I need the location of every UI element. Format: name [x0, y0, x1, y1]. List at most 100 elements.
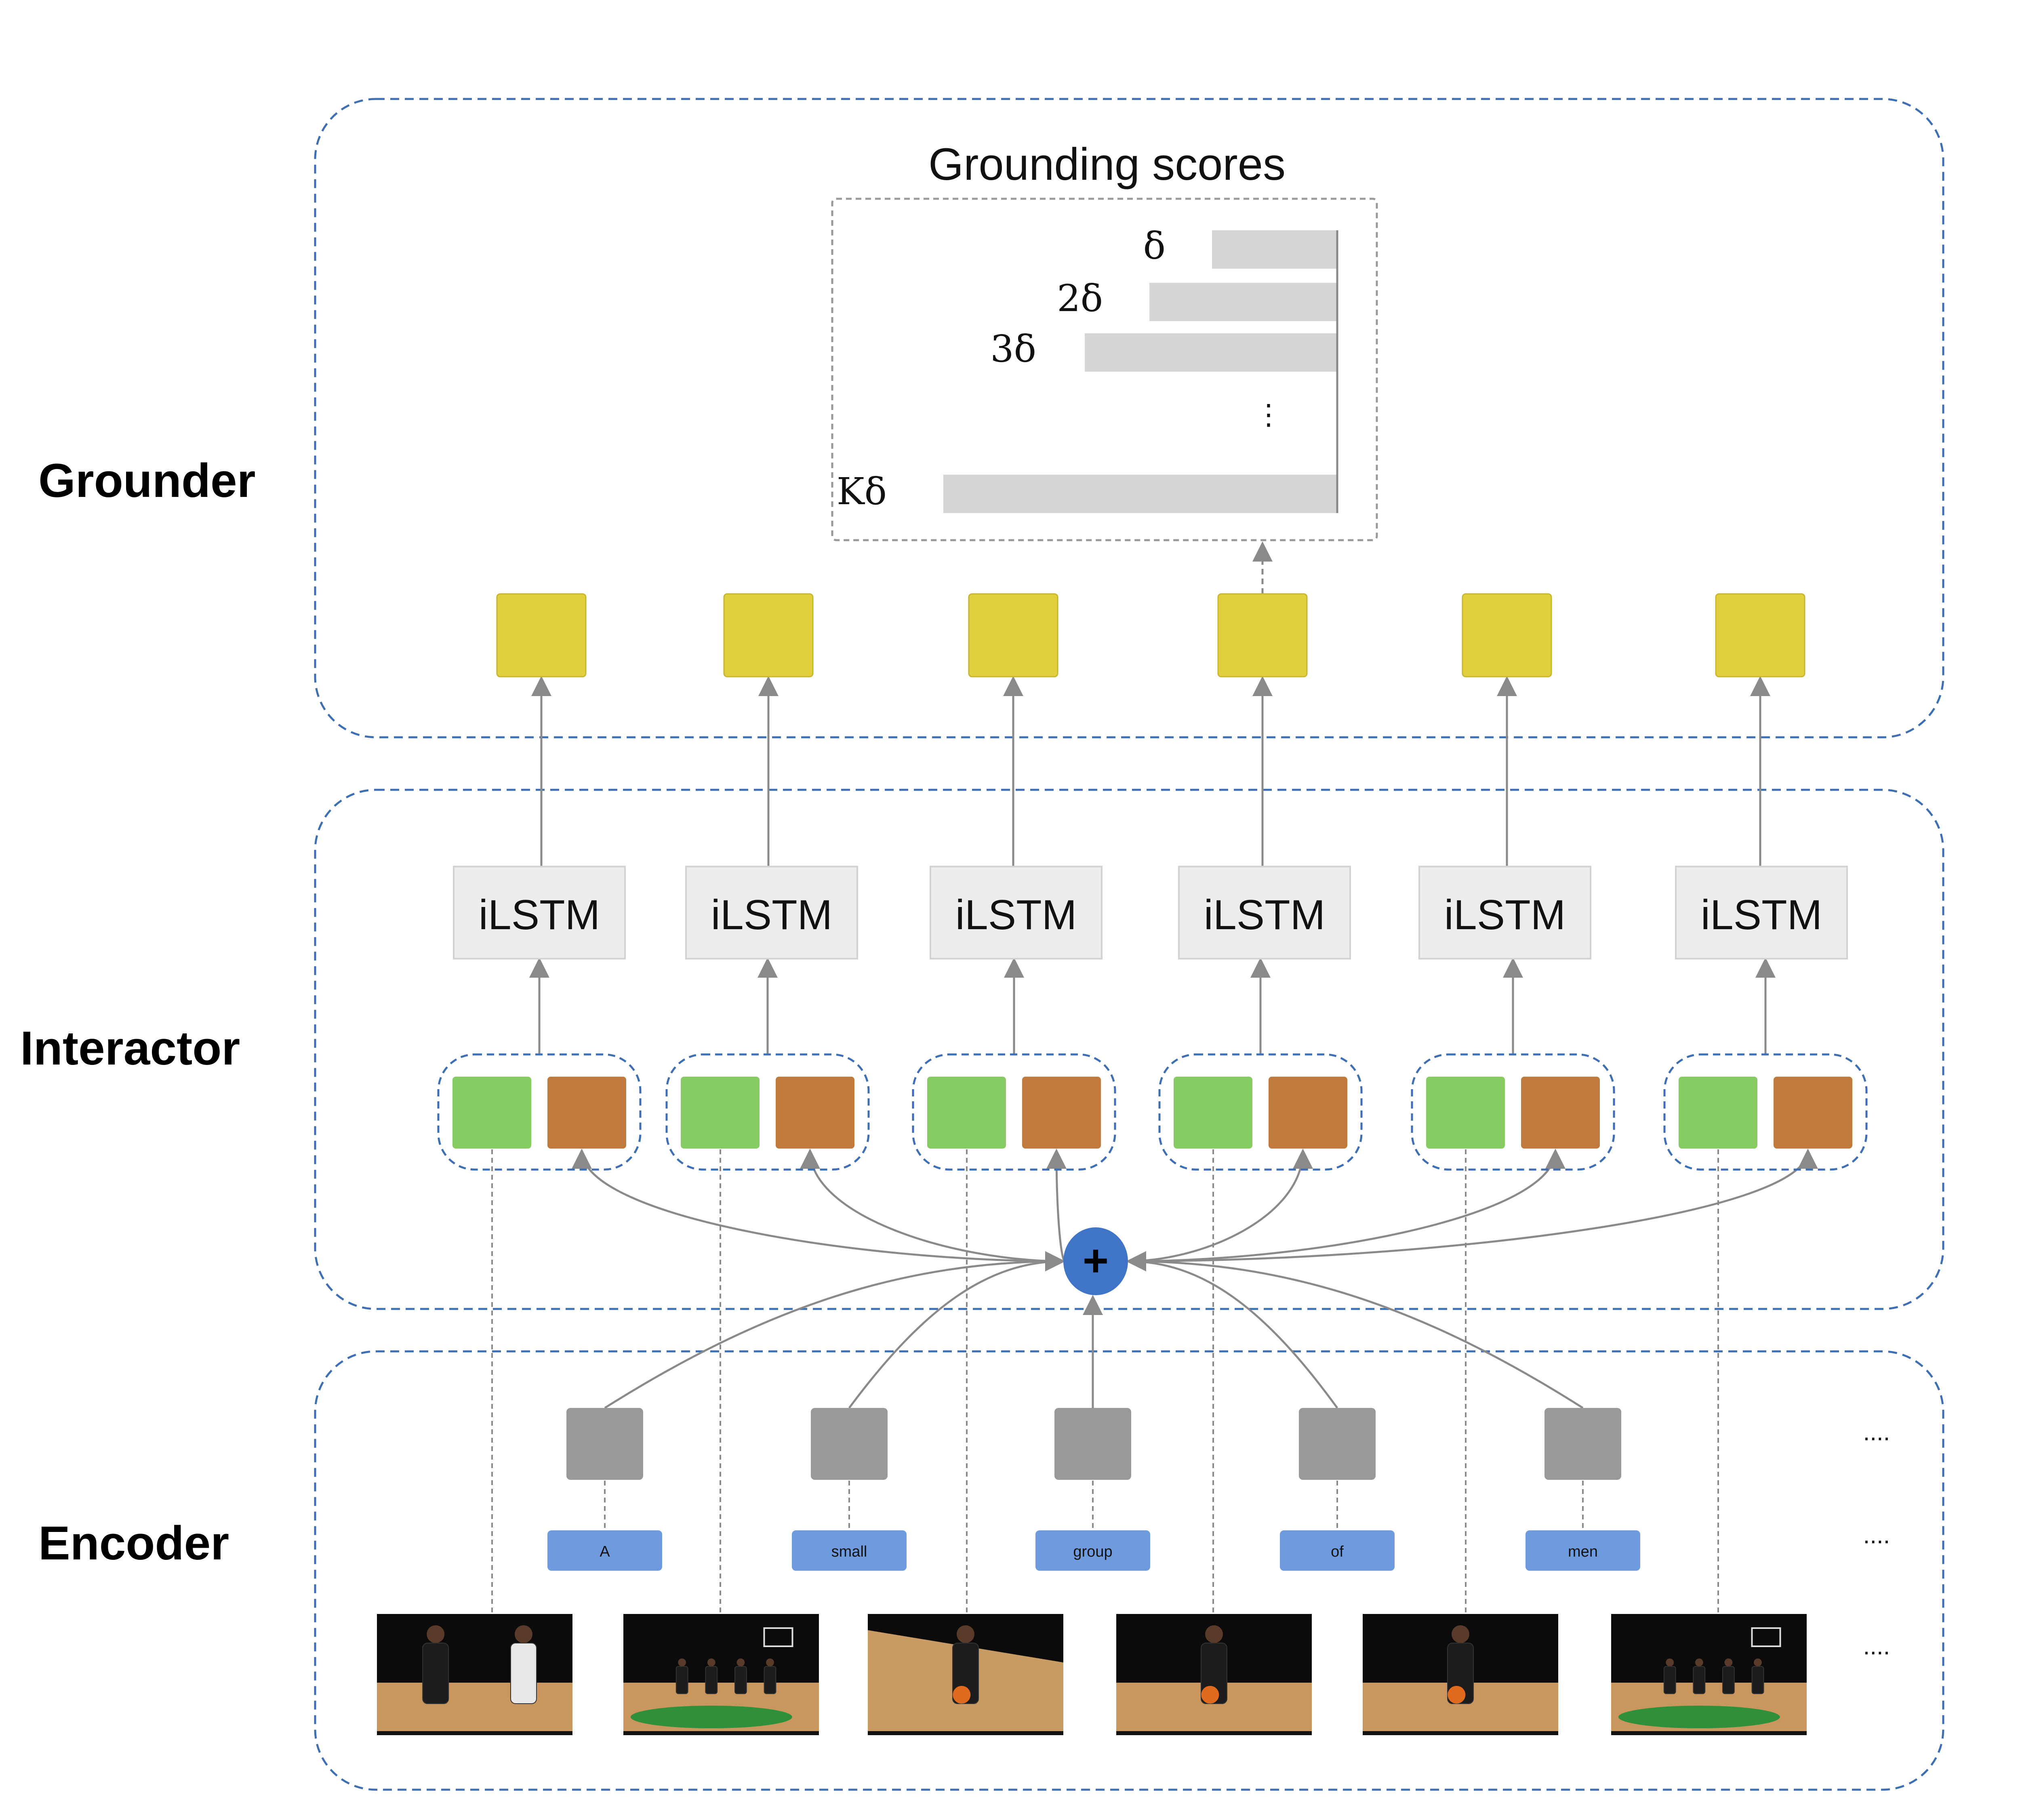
ilstm-box	[1418, 866, 1591, 959]
player-body	[675, 1666, 688, 1694]
player-head	[427, 1625, 445, 1643]
visual-feature-cell	[1679, 1077, 1757, 1149]
basketball	[953, 1686, 971, 1704]
visual-feature-cell	[452, 1077, 531, 1149]
attended-sentence-cell	[1022, 1077, 1101, 1149]
ilstm-box	[685, 866, 858, 959]
ilstm-label: iLSTM	[711, 892, 832, 938]
backboard	[763, 1627, 793, 1647]
word-embedding	[1054, 1408, 1131, 1480]
continuation-ellipsis: ....	[1863, 1418, 1890, 1445]
visual-feature-cell	[1426, 1077, 1505, 1149]
player-head	[707, 1658, 715, 1666]
player-head	[678, 1658, 686, 1666]
grounder-cell	[723, 593, 814, 678]
word-token	[547, 1530, 662, 1571]
grounder-cell	[1715, 593, 1805, 678]
scale-label: Kδ	[837, 470, 887, 513]
ilstm-box	[1178, 866, 1351, 959]
player-body	[510, 1643, 537, 1704]
sum-to-feature-arrow	[1126, 1149, 1818, 1262]
word-text: small	[831, 1543, 867, 1560]
grounder-cell	[968, 593, 1058, 678]
player-body	[734, 1666, 747, 1694]
word-token	[792, 1530, 907, 1571]
word-to-sum-arrow	[848, 1251, 1065, 1409]
player-head	[736, 1658, 745, 1666]
sum-node	[1063, 1227, 1128, 1295]
scale-label: 3δ	[990, 327, 1036, 370]
score-bar-scale-3	[1085, 333, 1337, 372]
basketball-frame-icon	[623, 1614, 819, 1735]
feature-group	[665, 1053, 870, 1171]
scale-label: δ	[1143, 224, 1166, 267]
sum-to-feature-arrow	[1126, 1149, 1313, 1262]
ilstm-box	[453, 866, 626, 959]
ilstm-label: iLSTM	[1444, 892, 1566, 938]
sum-to-feature-arrow	[1126, 1149, 1566, 1262]
sum-to-feature-arrow	[572, 1149, 1065, 1262]
player-head	[1724, 1658, 1733, 1666]
grounder-label: Grounder	[38, 454, 256, 507]
sum-to-feature-arrow	[1046, 1149, 1067, 1262]
player-body	[422, 1643, 449, 1704]
scale-label: 2δ	[1057, 277, 1103, 320]
word-token	[1526, 1530, 1640, 1571]
player-head	[957, 1625, 974, 1643]
ilstm-box	[930, 866, 1103, 959]
score-bar-scale-k	[943, 475, 1337, 513]
basketball	[1201, 1686, 1219, 1704]
basketball-frame-icon	[377, 1614, 572, 1735]
player-body	[1693, 1666, 1706, 1694]
word-to-sum-arrow	[1126, 1251, 1584, 1409]
frame-bottom-bar	[1611, 1731, 1807, 1735]
attended-sentence-cell	[776, 1077, 854, 1149]
word-embedding	[566, 1408, 643, 1480]
word-to-sum-arrow	[1126, 1251, 1338, 1409]
player-head	[1754, 1658, 1762, 1666]
ilstm-box	[1675, 866, 1848, 959]
feature-group	[912, 1053, 1116, 1171]
basketball	[1448, 1686, 1466, 1704]
interactor-label: Interactor	[20, 1022, 240, 1075]
court-paint	[1618, 1706, 1780, 1728]
visual-feature-cell	[681, 1077, 760, 1149]
feature-group	[437, 1053, 642, 1171]
frame-bottom-bar	[1363, 1731, 1558, 1735]
score-bar-scale-1	[1212, 230, 1337, 269]
player-body	[1751, 1666, 1764, 1694]
score-bar-scale-2	[1149, 283, 1337, 321]
frame-bottom-bar	[623, 1731, 819, 1735]
player-body	[764, 1666, 776, 1694]
visual-feature-cell	[1174, 1077, 1252, 1149]
ilstm-label: iLSTM	[955, 892, 1077, 938]
backboard	[1751, 1627, 1781, 1647]
frame-bottom-bar	[868, 1731, 1063, 1735]
ilstm-label: iLSTM	[1204, 892, 1325, 938]
word-embedding	[811, 1408, 888, 1480]
frame-bottom-bar	[1116, 1731, 1312, 1735]
feature-group	[1411, 1053, 1615, 1171]
attended-sentence-cell	[1269, 1077, 1347, 1149]
word-text: men	[1568, 1543, 1598, 1560]
player-body	[1722, 1666, 1735, 1694]
attended-sentence-cell	[1774, 1077, 1852, 1149]
player-head	[515, 1625, 532, 1643]
scale-label: ⋮	[1254, 398, 1283, 431]
word-text: group	[1073, 1543, 1112, 1560]
continuation-ellipsis: ....	[1863, 1521, 1890, 1549]
grounder-cell	[1217, 593, 1308, 678]
sum-symbol: +	[1083, 1236, 1109, 1286]
court-floor	[377, 1683, 572, 1735]
player-head	[1695, 1658, 1703, 1666]
basketball-frame-icon	[1363, 1614, 1558, 1735]
word-text: A	[600, 1543, 610, 1560]
player-head	[1452, 1625, 1469, 1643]
visual-feature-cell	[927, 1077, 1006, 1149]
word-embedding	[1544, 1408, 1621, 1480]
grounder-cell	[496, 593, 587, 678]
word-token	[1035, 1530, 1150, 1571]
player-body	[705, 1666, 718, 1694]
player-head	[1205, 1625, 1223, 1643]
